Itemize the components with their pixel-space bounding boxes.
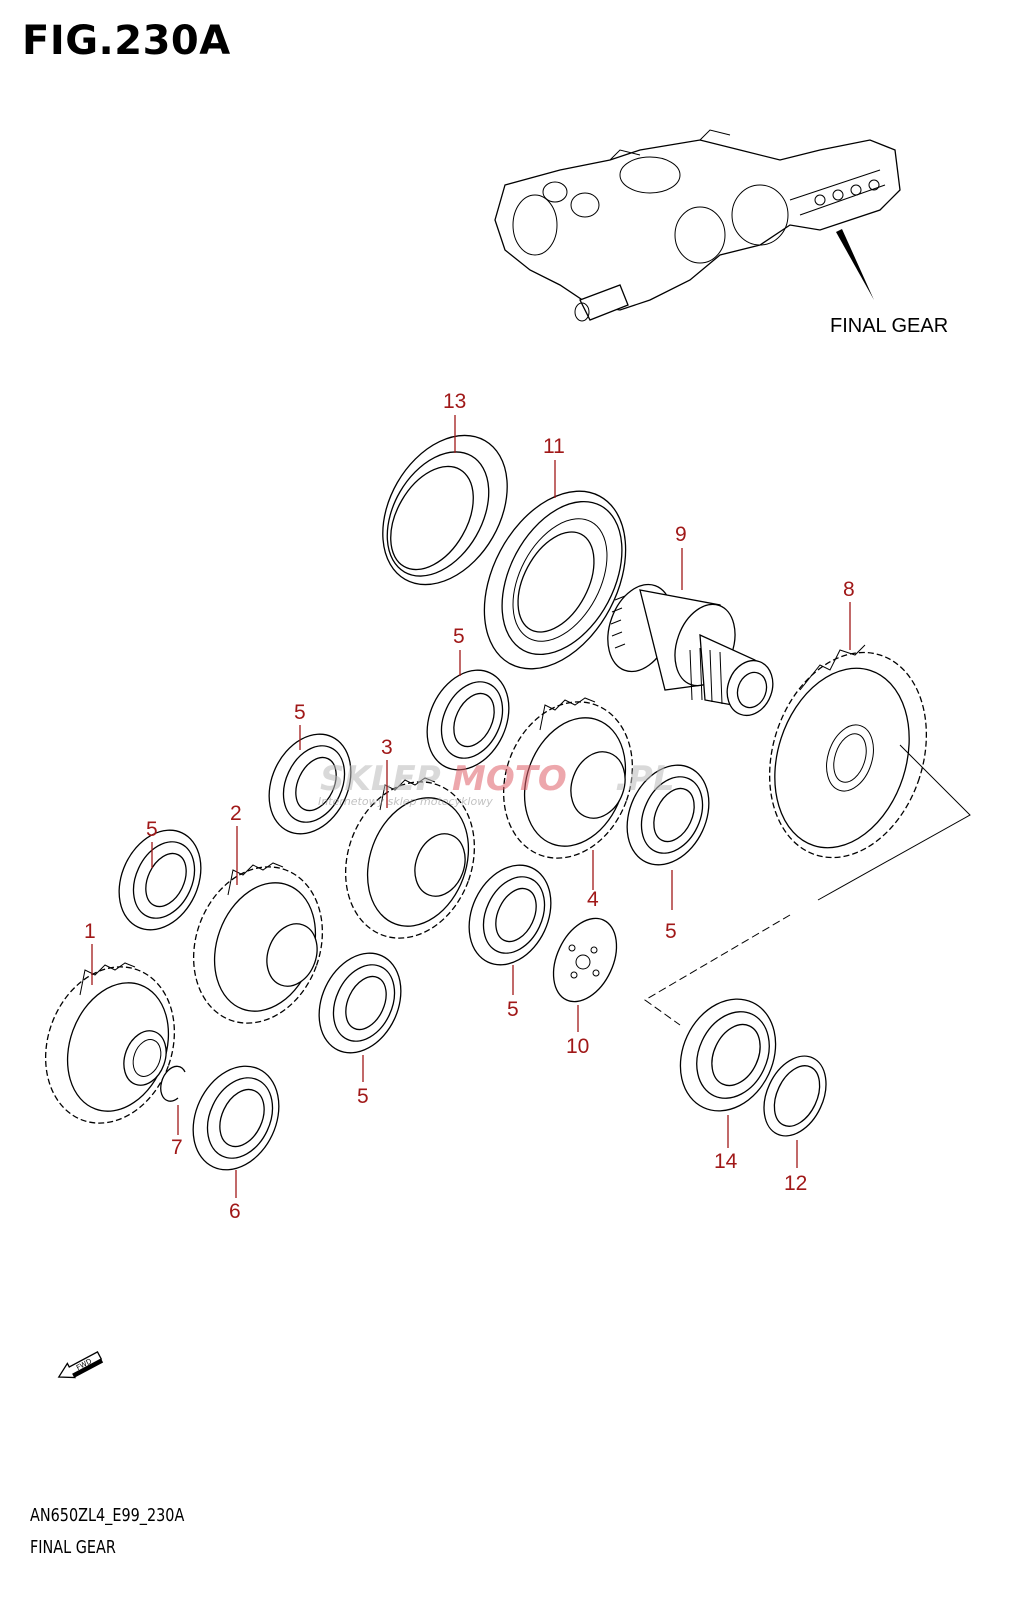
page-name: FINAL GEAR bbox=[30, 1537, 116, 1558]
callout-10: 10 bbox=[566, 1035, 589, 1058]
oil-seal-12 bbox=[763, 1055, 827, 1137]
bearing-5-mid-left bbox=[268, 733, 352, 835]
watermark-subtitle: Internetowy sklep motocyklowy bbox=[318, 795, 493, 808]
callout-3: 3 bbox=[381, 736, 393, 759]
callout-leaders bbox=[91, 415, 851, 1198]
bearing-5-center bbox=[468, 864, 552, 966]
callout-5b: 5 bbox=[294, 701, 306, 724]
shaft-axis-line-upper bbox=[817, 744, 971, 901]
callout-5d: 5 bbox=[665, 920, 677, 943]
callout-13: 13 bbox=[443, 390, 466, 413]
bearing-14 bbox=[679, 998, 777, 1112]
gear-3 bbox=[344, 777, 476, 939]
engine-housing-overview bbox=[494, 129, 901, 322]
callout-5a: 5 bbox=[453, 625, 465, 648]
bearing-5-top bbox=[426, 669, 510, 771]
callout-8: 8 bbox=[843, 578, 855, 601]
callout-9: 9 bbox=[675, 523, 687, 546]
gear-4 bbox=[502, 697, 634, 859]
assembly-pointer-arrow bbox=[836, 229, 874, 300]
oil-seal-13 bbox=[382, 434, 508, 586]
bearing-11 bbox=[483, 490, 627, 670]
callout-4: 4 bbox=[587, 888, 599, 911]
callout-14: 14 bbox=[714, 1150, 738, 1173]
output-shaft-9 bbox=[607, 583, 774, 717]
figure-title: FIG.230A bbox=[22, 18, 231, 64]
callout-6: 6 bbox=[229, 1200, 241, 1223]
callout-7: 7 bbox=[171, 1136, 183, 1159]
gear-1 bbox=[44, 962, 176, 1124]
bearing-6 bbox=[192, 1065, 280, 1171]
final-gear-assembly-label: FINAL GEAR bbox=[830, 315, 948, 337]
bearing-5-lower bbox=[318, 952, 402, 1054]
watermark: SKLEP MOTO .PL Internetowy sklep motocyk… bbox=[318, 759, 675, 808]
watermark-text-3: .PL bbox=[615, 759, 675, 799]
callout-11: 11 bbox=[543, 435, 565, 458]
callout-2: 2 bbox=[230, 802, 242, 825]
shaft-axis-line-lower bbox=[644, 914, 791, 1026]
circlip-7 bbox=[160, 1065, 186, 1102]
driven-gear-8 bbox=[768, 644, 928, 859]
lock-plate-10 bbox=[552, 917, 618, 1003]
gear-2 bbox=[192, 862, 324, 1024]
callout-5c: 5 bbox=[146, 818, 158, 841]
bearing-5-right bbox=[626, 764, 710, 866]
callout-5f: 5 bbox=[357, 1085, 369, 1108]
watermark-text-1: SKLEP bbox=[320, 759, 441, 799]
callout-5e: 5 bbox=[507, 998, 519, 1021]
watermark-text-2: MOTO bbox=[452, 759, 567, 799]
callout-1: 1 bbox=[84, 920, 96, 943]
model-code: AN650ZL4_E99_230A bbox=[30, 1505, 185, 1526]
callout-12: 12 bbox=[784, 1172, 807, 1195]
bearing-5-left bbox=[118, 829, 202, 931]
fwd-arrow-icon: FWD bbox=[57, 1351, 104, 1379]
